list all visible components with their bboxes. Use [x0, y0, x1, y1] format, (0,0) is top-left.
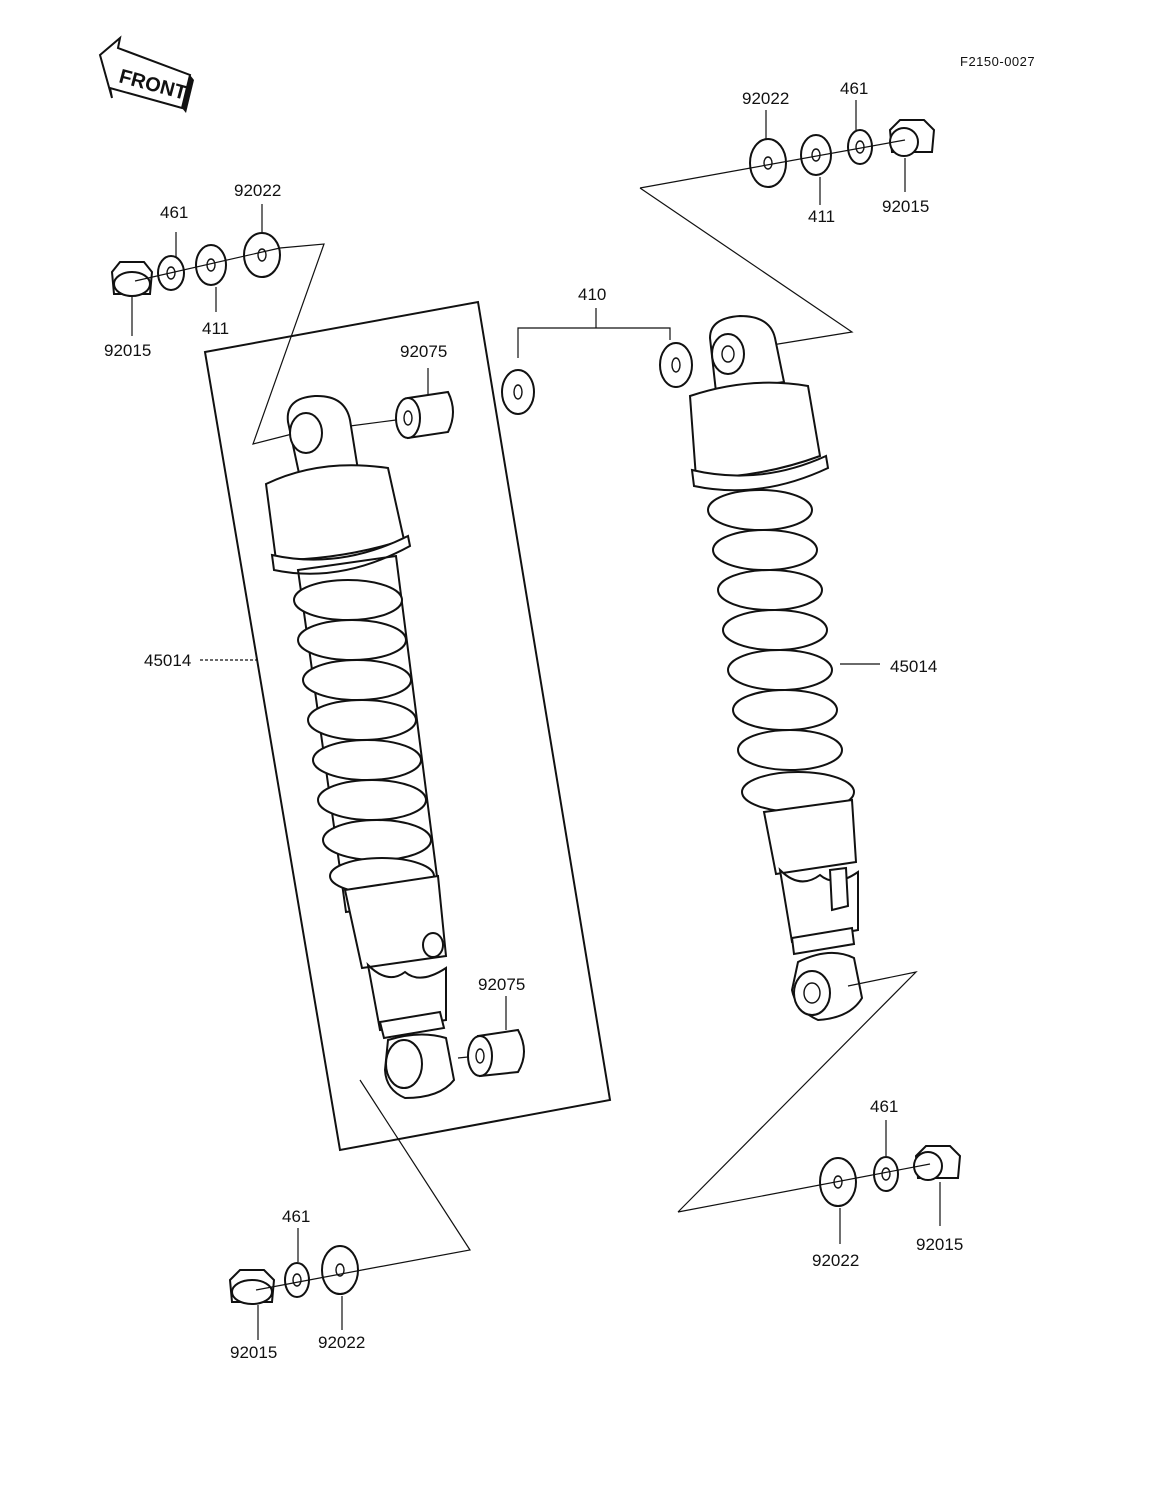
cap-nut-icon: [228, 1269, 276, 1305]
left-bottom-bushing: [457, 996, 525, 1078]
front-arrow-icon: FRONT: [98, 35, 194, 113]
lock-washer-icon: [284, 1262, 310, 1298]
washer-large-icon: [321, 1245, 359, 1295]
label-92015: 92015: [916, 1235, 963, 1254]
label-92015: 92015: [230, 1343, 277, 1362]
washer-icon: [800, 134, 832, 176]
label-92015: 92015: [882, 197, 929, 216]
washer-large-icon: [749, 138, 787, 188]
label-45014: 45014: [890, 657, 937, 676]
label-45014: 45014: [144, 651, 191, 670]
label-461: 461: [160, 203, 188, 222]
label-410: 410: [578, 285, 606, 304]
label-92022: 92022: [812, 1251, 859, 1270]
label-461: 461: [870, 1097, 898, 1116]
label-461: 461: [840, 79, 868, 98]
label-92075: 92075: [478, 975, 525, 994]
cap-nut-icon: [913, 1145, 962, 1181]
reference-code: F2150-0027: [960, 54, 1035, 69]
label-461: 461: [282, 1207, 310, 1226]
label-92075: 92075: [400, 342, 447, 361]
label-92015: 92015: [104, 341, 151, 360]
left-top-bushing: [349, 368, 454, 440]
label-411: 411: [808, 207, 835, 226]
label-92022: 92022: [318, 1333, 365, 1352]
cap-nut-icon: [110, 261, 154, 297]
right-bottom-hardware: [677, 1120, 962, 1244]
label-92022: 92022: [742, 89, 789, 108]
right-top-hardware: [639, 100, 936, 346]
right-spring-coils: [707, 489, 855, 813]
washer-icon: [195, 244, 227, 286]
right-shock-absorber: [677, 314, 918, 1213]
center-washer-410: [501, 308, 693, 415]
left-shock-absorber: [264, 394, 456, 1100]
lock-washer-icon: [873, 1156, 899, 1192]
label-92022: 92022: [234, 181, 281, 200]
left-shock-outline-box: [203, 300, 612, 1152]
lock-washer-icon: [847, 129, 873, 165]
left-top-hardware: [110, 204, 325, 445]
cap-nut-icon: [888, 119, 936, 157]
left-spring-coils: [293, 579, 435, 895]
left-bottom-hardware: [228, 1079, 471, 1340]
label-411: 411: [202, 319, 229, 338]
